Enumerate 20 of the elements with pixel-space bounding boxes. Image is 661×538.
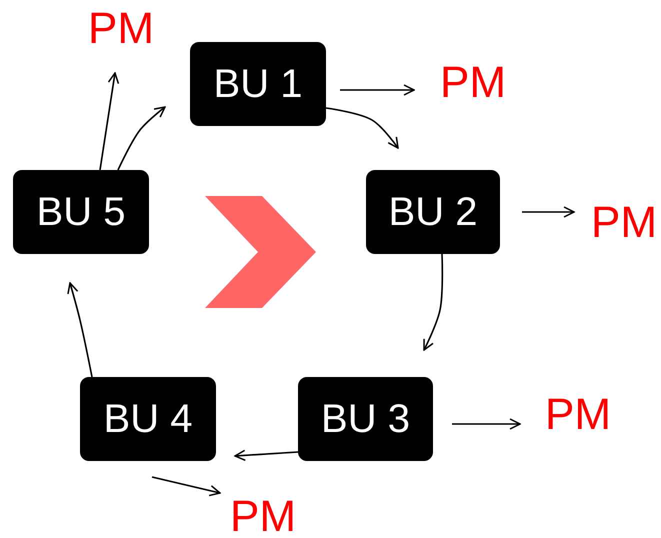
output-label: PM bbox=[440, 58, 506, 108]
arrow bbox=[340, 84, 415, 96]
arrow bbox=[67, 282, 93, 378]
arrow bbox=[152, 476, 221, 496]
output-label: PM bbox=[545, 390, 611, 440]
arrow bbox=[117, 106, 166, 170]
process-box: BU 2 bbox=[366, 170, 500, 254]
arrow bbox=[99, 72, 120, 170]
process-box: BU 4 bbox=[80, 377, 216, 461]
arrow bbox=[522, 206, 575, 218]
output-label: PM bbox=[591, 198, 657, 248]
arrow bbox=[234, 450, 298, 462]
output-label: PM bbox=[88, 4, 154, 54]
process-box: BU 1 bbox=[190, 42, 326, 126]
process-box: BU 3 bbox=[298, 377, 433, 461]
output-label: PM bbox=[230, 492, 296, 538]
arrow bbox=[423, 254, 444, 351]
process-box: BU 5 bbox=[13, 170, 149, 254]
arrow bbox=[326, 107, 399, 149]
arrow bbox=[452, 418, 521, 430]
